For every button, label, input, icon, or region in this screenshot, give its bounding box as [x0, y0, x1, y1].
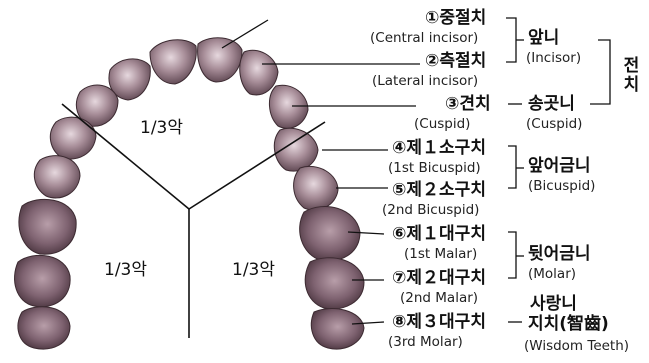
group-label-bicuspid-en: (Bicuspid) — [528, 180, 595, 194]
tooth-central-incisor-left — [150, 40, 196, 84]
leader-central-incisor — [222, 20, 268, 48]
tooth-central-incisor-right — [198, 38, 242, 82]
group-label-molar: 뒷어금니 — [528, 246, 591, 263]
bracket-incisor — [506, 18, 516, 62]
tooth-2nd-molar-left — [15, 255, 71, 306]
label-3rd-molar: ⑧제３대구치 — [392, 314, 486, 331]
tooth-2nd-molar-right — [305, 258, 364, 309]
tooth-3rd-molar-left — [18, 307, 70, 349]
tooth-2nd-bicuspid-right — [294, 166, 338, 210]
label-3rd-molar-en: (3rd Molar) — [388, 336, 463, 350]
bracket-bicuspid — [508, 146, 516, 188]
label-1st-molar: ⑥제１대구치 — [392, 226, 486, 243]
region-label-upper: 1/3악 — [140, 120, 183, 137]
group-label-wisdom-line2: 지치(智齒) — [528, 316, 609, 333]
label-2nd-bicuspid-en: (2nd Bicuspid) — [382, 204, 479, 218]
label-2nd-molar: ⑦제２대구치 — [392, 270, 486, 287]
group-label-incisor-en: (Incisor) — [526, 52, 581, 66]
group-label-bicuspid: 앞어금니 — [528, 158, 591, 175]
bracket-molar — [508, 232, 516, 278]
tooth-3rd-molar-right — [311, 309, 364, 349]
region-label-lower-left: 1/3악 — [104, 262, 147, 279]
label-lateral-incisor-en: (Lateral incisor) — [372, 75, 478, 89]
bracket-front-teeth — [590, 40, 610, 104]
group-label-cuspid-en: (Cuspid) — [526, 118, 582, 132]
label-central-incisor-en: (Central incisor) — [370, 32, 478, 46]
tooth-lateral-incisor-right — [240, 50, 278, 95]
tooth-1st-molar-left — [19, 199, 76, 254]
label-1st-bicuspid-en: (1st Bicuspid) — [388, 162, 481, 176]
label-1st-bicuspid: ④제１소구치 — [392, 140, 486, 157]
group-label-wisdom-line1: 사랑니 — [530, 296, 577, 313]
group-label-incisor: 앞니 — [528, 30, 559, 47]
label-cuspid-en: (Cuspid) — [414, 118, 470, 132]
label-1st-molar-en: (1st Malar) — [404, 248, 477, 262]
group-label-wisdom-en: (Wisdom Teeth) — [524, 340, 629, 354]
label-2nd-bicuspid: ⑤제２소구치 — [392, 182, 486, 199]
tooth-2nd-bicuspid-left — [34, 156, 80, 198]
tooth-1st-molar-right — [300, 206, 360, 260]
label-2nd-molar-en: (2nd Malar) — [400, 292, 478, 306]
tooth-cuspid-right — [269, 85, 308, 128]
front-teeth-label: 전치 — [620, 56, 637, 94]
region-label-lower-right: 1/3악 — [232, 262, 275, 279]
label-central-incisor: ①중절치 — [425, 10, 486, 27]
group-label-molar-en: (Molar) — [528, 268, 576, 282]
tooth-1st-bicuspid-left — [50, 117, 96, 159]
label-cuspid: ③견치 — [445, 96, 491, 113]
label-lateral-incisor: ②측절치 — [425, 53, 486, 70]
group-label-cuspid: 송곳니 — [528, 96, 575, 113]
